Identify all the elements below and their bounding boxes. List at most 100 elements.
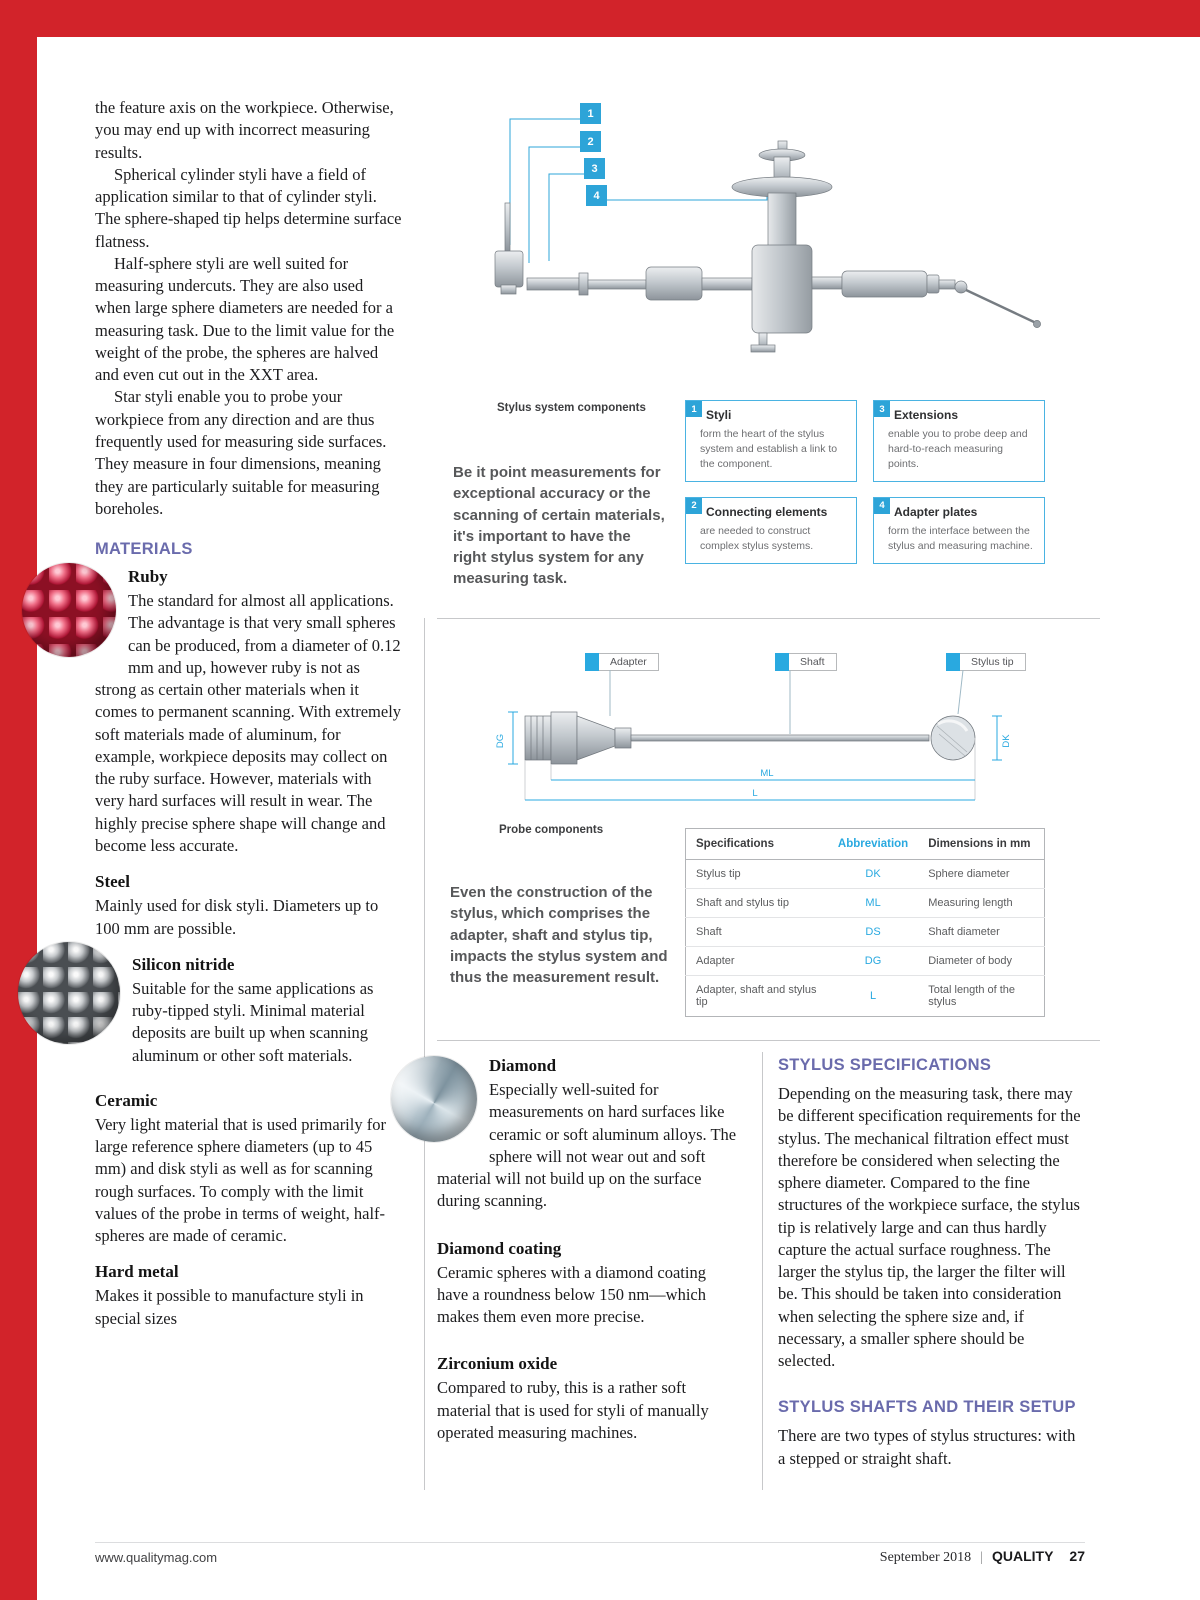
table-row: Adapter DG Diameter of body (685, 946, 1045, 976)
material-text-silicon-nitride: Suitable for the same applications as ru… (132, 978, 374, 1065)
material-name-steel: Steel (95, 872, 130, 892)
shaft-label-text: Shaft (789, 653, 837, 671)
diamond-photo (391, 1056, 477, 1142)
footer-rule (95, 1542, 1085, 1543)
component-title: Adapter plates (894, 504, 978, 519)
page-border-left (0, 0, 37, 1600)
stylus-shafts-text: There are two types of stylus structures… (778, 1426, 1076, 1468)
probe-intro: Even the construction of the stylus, whi… (450, 884, 668, 987)
material-text-diamond: Especially well-suited for measurements … (437, 1080, 737, 1211)
component-title: Connecting elements (706, 504, 828, 519)
material-name-ruby: Ruby (128, 567, 168, 587)
dim-cell: Diameter of body (918, 946, 1045, 976)
component-number-badge: 1 (686, 401, 702, 417)
callout-badge-1: 1 (580, 103, 601, 124)
dimension-label-l: L (752, 788, 757, 799)
table-header-row: Specifications Abbreviation Dimensions i… (685, 828, 1045, 860)
material-text-zirconium-oxide: Compared to ruby, this is a rather soft … (437, 1378, 709, 1442)
dimension-label-ml: ML (760, 768, 773, 779)
component-description: are needed to construct complex stylus s… (700, 524, 814, 552)
table-row: Adapter, shaft and stylus tip L Total le… (686, 976, 1045, 1017)
stylus-specifications-text: Depending on the measuring task, there m… (778, 1084, 1081, 1371)
dimension-label-dk: DK (1001, 734, 1012, 748)
material-text-ruby: The standard for almost all applications… (95, 591, 402, 855)
left-column: the feature axis on the workpiece. Other… (18, 97, 403, 1330)
shaft-label: Shaft (775, 653, 837, 671)
material-name-diamond-coating: Diamond coating (437, 1238, 562, 1258)
spec-cell: Shaft (685, 917, 828, 947)
footer-separator: | (980, 1550, 983, 1565)
body-paragraph: Star styli enable you to probe your work… (95, 387, 387, 518)
abbr-cell: ML (827, 888, 919, 918)
callout-leader-lines (509, 118, 768, 263)
adapter-label-text: Adapter (599, 653, 659, 671)
dimension-label-dg: DG (495, 734, 506, 748)
bottom-middle-column: Diamond Especially well-suited for measu… (391, 1056, 739, 1444)
silicon-nitride-spheres-photo (18, 941, 120, 1044)
spec-cell: Adapter, shaft and stylus tip (696, 984, 817, 1008)
table-row: Stylus tip DK Sphere diameter (685, 859, 1045, 889)
callout-badge-2: 2 (580, 131, 601, 152)
body-paragraph: Half-sphere styli are well suited for me… (95, 253, 395, 385)
footer-page-number: 27 (1069, 1548, 1085, 1564)
extension-lines (524, 738, 976, 800)
component-description: enable you to probe deep and hard-to-rea… (888, 428, 1028, 470)
dimension-lines (508, 711, 1002, 801)
table-row: Shaft DS Shaft diameter (685, 917, 1045, 947)
stylus-components-grid: 1 Styli form the heart of the stylus sys… (685, 400, 1045, 564)
abbr-cell: L (869, 990, 877, 1002)
component-box-extensions: 3 Extensions enable you to probe deep an… (873, 400, 1045, 482)
dim-cell: Sphere diameter (918, 859, 1045, 889)
header-dimensions: Dimensions in mm (918, 828, 1045, 860)
label-marker-icon (585, 653, 599, 671)
component-number-badge: 4 (874, 497, 890, 514)
footer-issue-date: September 2018 (879, 1550, 972, 1565)
spec-cell: Adapter (685, 946, 828, 976)
stylus-shafts-heading: STYLUS SHAFTS AND THEIR SETUP (778, 1398, 1076, 1417)
footer-magazine-name: QUALITY (991, 1548, 1054, 1564)
dim-cell: Measuring length (918, 888, 1045, 918)
body-paragraph: Spherical cylinder styli have a field of… (95, 164, 402, 251)
component-box-styli: 1 Styli form the heart of the stylus sys… (685, 400, 857, 482)
component-description: form the heart of the stylus system and … (700, 428, 838, 470)
probe-components-label: Probe components (499, 824, 604, 836)
callout-badge-3: 3 (584, 158, 605, 179)
stylus-tip-label: Stylus tip (946, 653, 1026, 671)
stylus-drawing (524, 711, 976, 765)
header-abbreviation: Abbreviation (827, 828, 919, 860)
material-text-diamond-coating: Ceramic spheres with a diamond coating h… (437, 1262, 706, 1327)
stylus-tip-label-text: Stylus tip (960, 653, 1026, 671)
table-row: Shaft and stylus tip ML Measuring length (685, 888, 1045, 918)
dim-cell: Total length of the stylus (928, 984, 1016, 1008)
body-paragraph: the feature axis on the workpiece. Other… (95, 98, 394, 162)
section-divider (437, 1040, 1100, 1041)
adapter-label: Adapter (585, 653, 659, 671)
ruby-spheres-photo (22, 563, 116, 658)
stylus-specifications-heading: STYLUS SPECIFICATIONS (778, 1056, 992, 1074)
bottom-right-column: STYLUS SPECIFICATIONS Depending on the m… (778, 1056, 1085, 1470)
component-number-badge: 3 (874, 401, 890, 417)
component-box-adapter-plates: 4 Adapter plates form the interface betw… (873, 496, 1045, 564)
section-divider (437, 618, 1100, 619)
material-name-hard-metal: Hard metal (95, 1262, 179, 1282)
abbr-cell: DG (827, 946, 919, 976)
stylus-system-illustration (494, 118, 1041, 353)
spec-cell: Shaft and stylus tip (685, 888, 828, 918)
material-name-diamond: Diamond (489, 1056, 557, 1075)
abbr-cell: DK (827, 859, 919, 889)
spec-cell: Stylus tip (685, 859, 828, 889)
material-name-ceramic: Ceramic (95, 1090, 158, 1110)
callout-badge-4: 4 (586, 185, 607, 206)
material-name-silicon-nitride: Silicon nitride (132, 954, 235, 974)
abbr-cell: DS (827, 917, 919, 947)
column-divider (424, 618, 425, 1490)
component-title: Extensions (894, 408, 959, 422)
material-text-hard-metal: Makes it possible to manufacture styli i… (95, 1286, 364, 1328)
page-border-top (0, 0, 1200, 37)
footer-website: www.qualitymag.com (95, 1550, 218, 1565)
component-box-connecting-elements: 2 Connecting elements are needed to cons… (685, 496, 857, 564)
machine-drawing (494, 140, 1041, 353)
component-number-badge: 2 (686, 497, 702, 514)
materials-heading: MATERIALS (95, 540, 193, 559)
